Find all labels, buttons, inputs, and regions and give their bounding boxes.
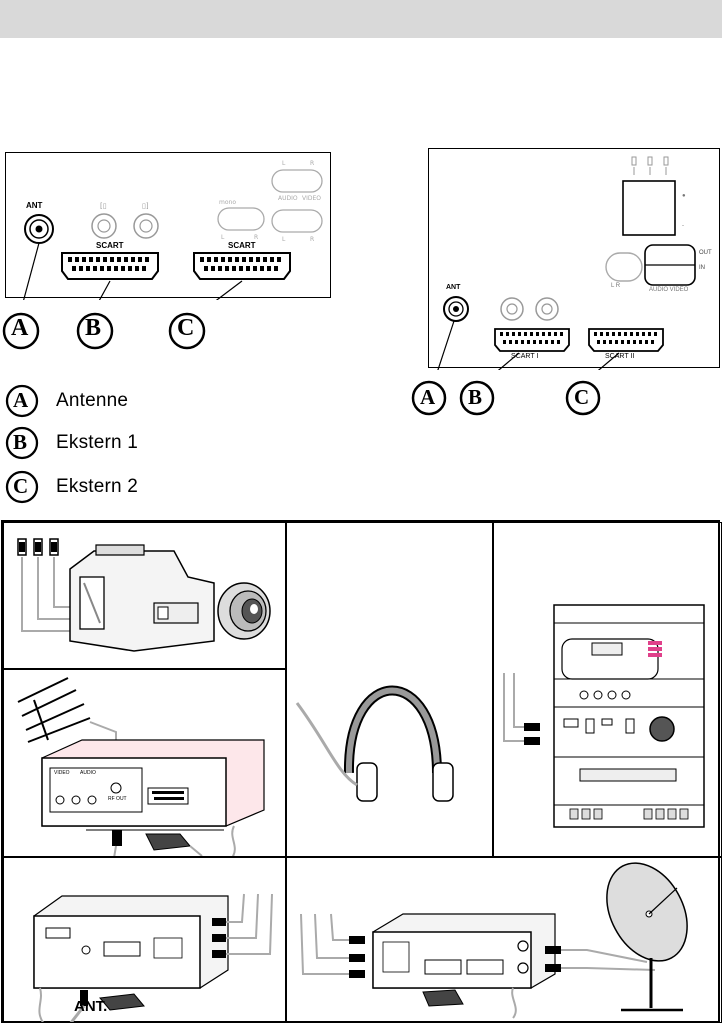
left-ant-label: ANT	[26, 201, 43, 210]
scart-b-pins	[68, 257, 149, 271]
legend-text-ekstern2: Ekstern 2	[56, 476, 139, 497]
legend-marker-c: C	[13, 474, 29, 498]
svg-text:L: L	[221, 234, 225, 241]
right-marker-c: C	[574, 385, 590, 409]
svg-text:▯]: ▯]	[142, 202, 149, 210]
svg-text:mono: mono	[219, 199, 236, 206]
left-marker-c: C	[177, 315, 195, 341]
left-connector-panel: [▯ ▯] mono L R L R AUDIO VIDEO L R	[5, 152, 331, 300]
left-markers	[2, 312, 206, 350]
right-panel-drawing: ● -	[437, 156, 696, 370]
left-marker-b: B	[85, 315, 102, 341]
svg-text:R: R	[310, 160, 314, 167]
svg-text:R: R	[254, 234, 258, 241]
hifi-illustration	[503, 604, 705, 828]
left-panel-drawing: [▯ ▯] mono L R L R AUDIO VIDEO L R	[23, 160, 323, 300]
legend-row-antenne: A Antenne	[4, 383, 128, 419]
vcr-audio-label: AUDIO	[80, 770, 96, 776]
legend-text-antenne: Antenne	[56, 390, 129, 411]
legend-marker-a-circle	[5, 384, 39, 418]
legend-text-ekstern1: Ekstern 1	[56, 432, 139, 453]
legend-marker-b: B	[13, 430, 28, 454]
svg-text:R: R	[310, 236, 314, 243]
vcr-rfout-label: RF OUT	[108, 796, 127, 802]
cell-camcorder	[3, 522, 286, 669]
legend-row-ekstern2: C Ekstern 2	[4, 469, 138, 505]
cell-satellite	[286, 857, 722, 1023]
headphones-illustration	[295, 685, 454, 802]
right-markers	[411, 380, 601, 416]
svg-text:[▯: [▯	[100, 202, 107, 210]
right-out-label: OUT	[699, 250, 712, 256]
legend-marker-a: A	[13, 388, 29, 412]
right-audio-video-label: AUDIO VIDEO	[649, 287, 689, 293]
right-lr-label: L R	[611, 283, 621, 289]
left-scart-c-label: SCART	[228, 241, 256, 250]
legend-marker-c-circle	[5, 470, 39, 504]
right-in-label: IN	[699, 265, 705, 271]
decoder-illustration	[33, 893, 273, 1022]
device-illustration-grid: VIDEO AUDIO RF OUT	[1, 520, 722, 1023]
svg-text:VIDEO: VIDEO	[302, 195, 321, 202]
cell-headphones	[286, 522, 493, 857]
svg-text:AUDIO: AUDIO	[278, 195, 298, 202]
right-scart-b-label: SCART I	[511, 353, 539, 360]
ant-text: ANT.	[74, 998, 108, 1015]
right-scart-c-label: SCART II	[605, 353, 635, 360]
left-marker-a: A	[11, 315, 29, 341]
svg-text:-: -	[682, 223, 684, 229]
vcr-video-label: VIDEO	[54, 770, 70, 776]
cell-vcr: VIDEO AUDIO RF OUT	[3, 669, 286, 857]
satellite-illustration	[300, 862, 688, 1019]
svg-text:L: L	[282, 236, 286, 243]
right-ant-label: ANT	[446, 284, 461, 291]
camcorder-illustration	[17, 538, 271, 652]
scart-c-pins	[200, 257, 281, 271]
right-connector-panel: ● - ANT SCART I SCART II OU	[428, 148, 720, 370]
right-marker-b: B	[468, 385, 483, 409]
vcr-illustration	[17, 677, 265, 856]
left-scart-b-label: SCART	[96, 241, 124, 250]
header-bar	[0, 0, 722, 38]
legend-marker-b-circle	[5, 426, 39, 460]
svg-text:●: ●	[682, 193, 686, 199]
right-marker-a: A	[420, 385, 436, 409]
legend-row-ekstern1: B Ekstern 1	[4, 425, 138, 461]
svg-text:L: L	[282, 160, 286, 167]
cell-decoder: ANT.	[3, 857, 286, 1023]
cell-hifi	[493, 522, 722, 857]
